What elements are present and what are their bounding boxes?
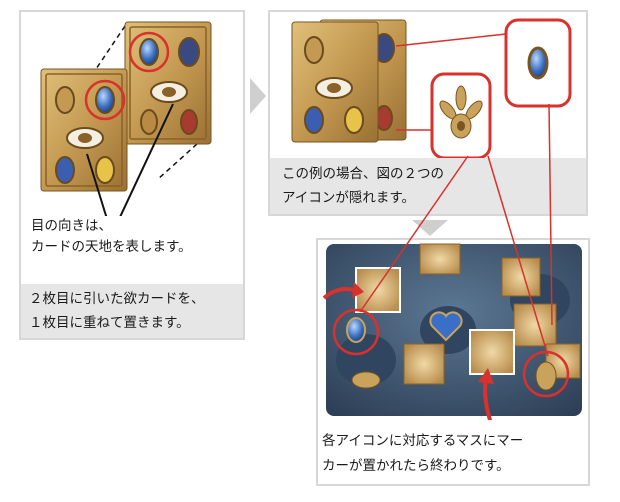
- note-line: 各アイコンに対応するマスにマー: [322, 433, 524, 449]
- heart-icon: [304, 106, 324, 134]
- sun-tile-icon: [419, 243, 461, 275]
- flower-icon: [439, 85, 483, 139]
- board-illustration: [322, 243, 582, 420]
- flower-icon: [180, 109, 198, 135]
- heart-icon: [178, 37, 200, 67]
- top-right-panel: この例の場合、図の２つの アイコンが隠れます。: [268, 10, 588, 216]
- sun-tile-icon: [469, 329, 515, 375]
- eye-pupil: [162, 87, 176, 97]
- placement-arrow-head: [478, 368, 494, 384]
- note-line: 目の向きは、: [31, 218, 112, 234]
- highlight-circle: [128, 31, 170, 73]
- card-front: [291, 21, 379, 143]
- gem-icon: [139, 38, 159, 66]
- caption-line: ２枚目に引いた欲カードを、: [29, 291, 205, 307]
- eye-pupil: [327, 83, 341, 93]
- sun-tile-icon: [513, 303, 557, 347]
- diamond-icon: [344, 106, 364, 134]
- fish-icon: [304, 36, 324, 64]
- guide-line: [156, 143, 198, 181]
- fish-icon: [351, 371, 381, 389]
- sun-tile-icon: [355, 267, 401, 313]
- bottom-right-panel: 各アイコンに対応するマスにマー カーが置かれたら終わりです。: [316, 238, 590, 486]
- diamond-icon: [95, 156, 115, 184]
- card-back: [124, 21, 212, 145]
- highlight-circle: [84, 79, 126, 121]
- down-arrow: [412, 220, 448, 236]
- card-stack-illustration: [40, 21, 212, 233]
- gem-icon: [95, 86, 115, 114]
- note-line: カードの天地を表します。: [31, 239, 192, 255]
- caption: ２枚目に引いた欲カードを、 １枚目に重ねて置きます。: [21, 284, 243, 338]
- caption-line: この例の場合、図の２つの: [282, 166, 444, 182]
- pointer-line: [112, 103, 174, 233]
- highlight-circle: [332, 308, 380, 356]
- sun-tile-icon: [403, 343, 445, 385]
- board-space: [336, 334, 396, 386]
- next-step-arrow: [250, 78, 266, 114]
- gem-icon: [527, 46, 549, 80]
- sun-tile-icon: [501, 257, 541, 297]
- connector-line: [395, 33, 507, 47]
- note-line: カーが置かれたら終わりです。: [322, 458, 510, 474]
- heart-icon: [429, 311, 463, 342]
- fish-icon: [55, 86, 75, 114]
- caption: この例の場合、図の２つの アイコンが隠れます。: [270, 158, 586, 214]
- placement-arrow: [322, 287, 355, 300]
- caption-line: アイコンが隠れます。: [282, 190, 415, 206]
- beetle-icon: [140, 109, 158, 135]
- left-panel: 目の向きは、 カードの天地を表します。 ２枚目に引いた欲カードを、 １枚目に重ね…: [19, 10, 245, 340]
- gem-icon: [346, 317, 366, 343]
- placement-arrow-head: [352, 282, 364, 298]
- caption-line: １枚目に重ねて置きます。: [29, 315, 190, 331]
- eye-pupil: [78, 133, 92, 143]
- marker-note: 各アイコンに対応するマスにマー カーが置かれたら終わりです。: [322, 429, 524, 479]
- hidden-icons-illustration: [291, 18, 572, 160]
- card-front: [40, 68, 128, 192]
- guide-line: [95, 25, 126, 70]
- heart-icon: [55, 156, 75, 184]
- beetle-icon: [535, 361, 557, 391]
- orientation-note: 目の向きは、 カードの天地を表します。: [31, 216, 192, 258]
